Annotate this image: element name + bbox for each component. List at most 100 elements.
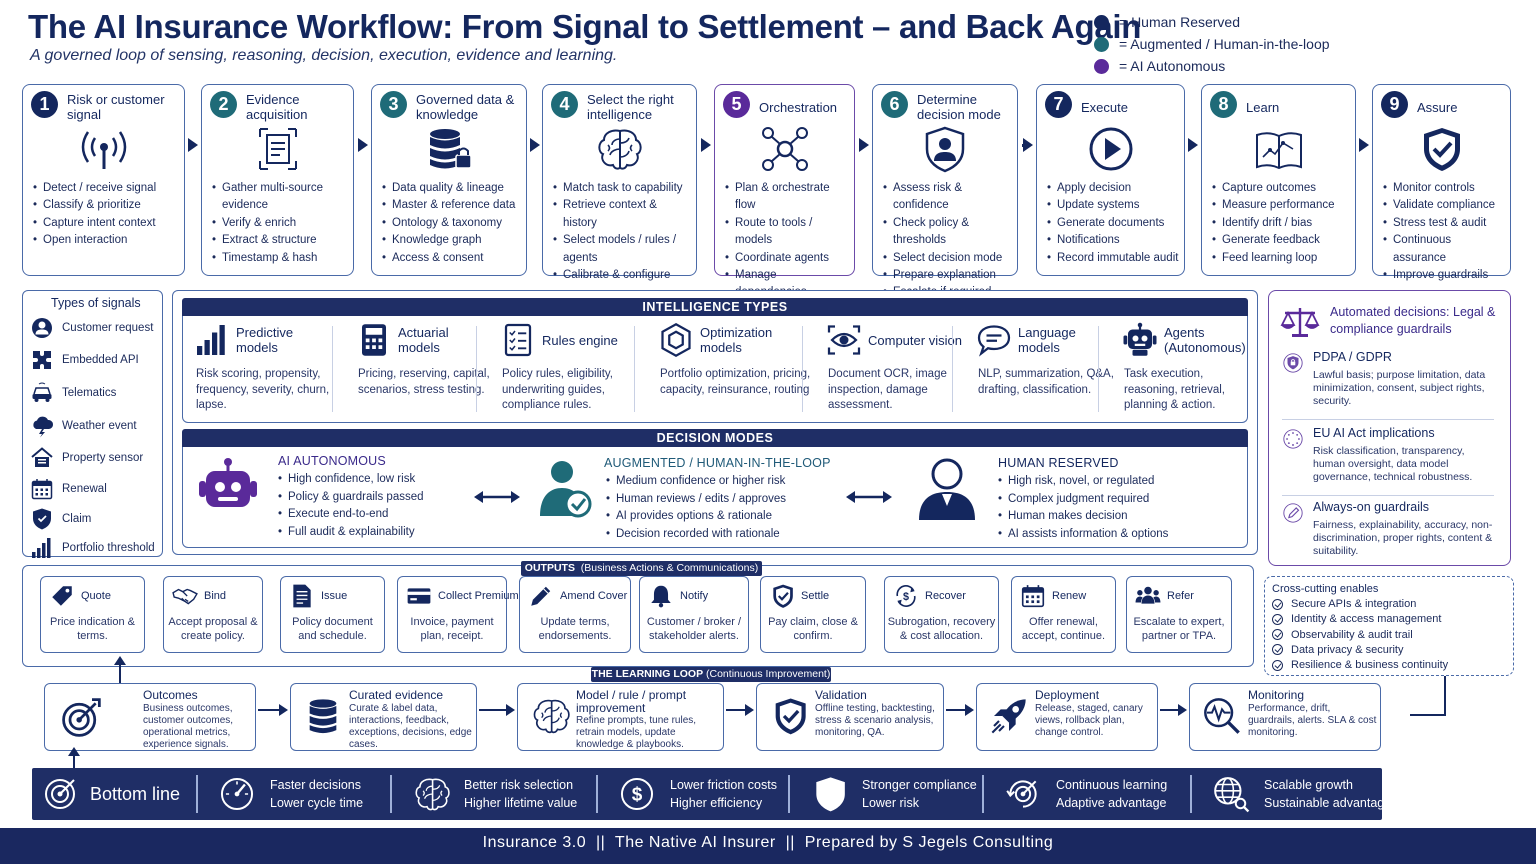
list-item: Policy & guardrails passed bbox=[278, 489, 424, 507]
list-item: Access & consent bbox=[382, 250, 522, 268]
step-bullets: Detect / receive signalClassify & priori… bbox=[33, 180, 180, 250]
cross-cutting-label: Secure APIs & integration bbox=[1291, 598, 1417, 610]
divider bbox=[788, 775, 790, 813]
learning-header-label: THE LEARNING LOOP bbox=[591, 668, 704, 680]
car-icon bbox=[32, 382, 52, 402]
legend-dot bbox=[1094, 36, 1109, 52]
shield-check-icon bbox=[816, 777, 845, 812]
step-title: Select the right intelligence bbox=[587, 92, 674, 122]
guardrail-desc: Fairness, explainability, accuracy, non-… bbox=[1313, 519, 1493, 557]
guardrail-title: PDPA / GDPR bbox=[1313, 350, 1392, 364]
learning-step-desc: Release, staged, canary views, rollback … bbox=[1035, 703, 1143, 738]
card-icon bbox=[407, 588, 431, 604]
output-action-header: Refer bbox=[1135, 583, 1227, 609]
connector-up bbox=[119, 660, 122, 683]
decision-modes-row bbox=[182, 447, 1248, 548]
list-item: Human makes decision bbox=[998, 508, 1168, 526]
step-number-badge: 9 bbox=[1381, 91, 1408, 118]
output-action-desc: Update terms, endorsements. bbox=[538, 616, 612, 642]
output-action-label: Recover bbox=[925, 590, 966, 602]
list-item: Detect / receive signal bbox=[33, 180, 180, 198]
step-card-8[interactable]: 8LearnCapture outcomesMeasure performanc… bbox=[1201, 84, 1356, 276]
list-item: Ontology & taxonomy bbox=[382, 215, 522, 233]
output-action-header: Quote bbox=[49, 583, 140, 609]
intelligence-type-header: Optimization models bbox=[658, 322, 816, 358]
signal-item: Customer request bbox=[30, 316, 153, 340]
learning-step-title: Outcomes bbox=[143, 688, 198, 702]
arrowhead-up bbox=[68, 747, 80, 756]
output-action-label: Collect Premium bbox=[438, 590, 519, 602]
output-action-label: Quote bbox=[81, 590, 111, 602]
step-bullets: Capture outcomesMeasure performanceIdent… bbox=[1212, 180, 1351, 267]
flow-arrow bbox=[859, 138, 869, 151]
user-icon bbox=[32, 318, 52, 338]
ai-autonomous-list: High confidence, low risk Policy & guard… bbox=[278, 471, 424, 541]
bell-icon bbox=[651, 585, 671, 608]
output-action-header: Collect Premium bbox=[406, 583, 519, 609]
guardrail-title: EU AI Act implications bbox=[1313, 426, 1435, 440]
step-title: Determine decision mode bbox=[917, 92, 1001, 122]
legend-item-human: = Human Reserved bbox=[1094, 14, 1240, 30]
step-card-9[interactable]: 9AssureMonitor controlsValidate complian… bbox=[1372, 84, 1511, 285]
divider bbox=[196, 775, 198, 813]
learning-step-title: Validation bbox=[815, 688, 867, 702]
outputs-header: OUTPUTS (Business Actions & Communicatio… bbox=[521, 561, 762, 576]
output-action-header: Issue bbox=[289, 583, 380, 609]
shield-check-icon bbox=[775, 698, 806, 735]
list-item: Execute end-to-end bbox=[278, 506, 424, 524]
list-item: Stress test & audit bbox=[1383, 215, 1506, 233]
output-action-header: Renew bbox=[1020, 583, 1111, 609]
eu-icon bbox=[1283, 429, 1303, 449]
step-number-badge: 7 bbox=[1045, 91, 1072, 118]
human-reserved-title: HUMAN RESERVED bbox=[998, 456, 1119, 470]
list-item: High risk, novel, or regulated bbox=[998, 473, 1168, 491]
list-item: Capture intent context bbox=[33, 215, 180, 233]
legend-item-augmented: = Augmented / Human-in-the-loop bbox=[1094, 36, 1330, 52]
speech-bubble-icon bbox=[977, 325, 1011, 357]
output-action-desc: Policy document and schedule. bbox=[292, 616, 373, 642]
target-cycle-icon bbox=[1006, 780, 1037, 808]
outputs-header-label: OUTPUTS bbox=[524, 562, 575, 574]
step-card-7[interactable]: 7ExecuteApply decisionUpdate systemsGene… bbox=[1036, 84, 1185, 276]
learning-step-desc: Business outcomes, customer outcomes, op… bbox=[143, 703, 234, 750]
connector-bottom bbox=[73, 751, 76, 769]
guardrail-desc: Lawful basis; purpose limitation, data m… bbox=[1313, 369, 1486, 407]
list-item: Capture outcomes bbox=[1212, 180, 1351, 198]
divider bbox=[802, 326, 803, 412]
pencil-icon bbox=[531, 586, 551, 606]
intelligence-type-title: Actuarial models bbox=[398, 325, 449, 355]
cross-cutting-label: Resilience & business continuity bbox=[1291, 659, 1449, 672]
signal-label: Property sensor bbox=[62, 452, 144, 464]
list-item: Full audit & explainability bbox=[278, 524, 424, 542]
step-card-5[interactable]: 5OrchestrationPlan & orchestrate flowRou… bbox=[714, 84, 855, 320]
legend-dot bbox=[1094, 14, 1109, 30]
bottom-line-label: Bottom line bbox=[90, 784, 181, 804]
learning-step-desc: Offline testing, backtesting, stress & s… bbox=[815, 703, 935, 738]
footer-bar bbox=[0, 828, 1536, 864]
network-icon bbox=[761, 127, 808, 171]
list-item: Apply decision bbox=[1047, 180, 1180, 198]
double-arrow-icon bbox=[474, 491, 520, 503]
robot-icon bbox=[1123, 322, 1157, 356]
list-item: Verify & enrich bbox=[212, 215, 349, 233]
dollar-cycle-icon: $ bbox=[896, 585, 916, 607]
